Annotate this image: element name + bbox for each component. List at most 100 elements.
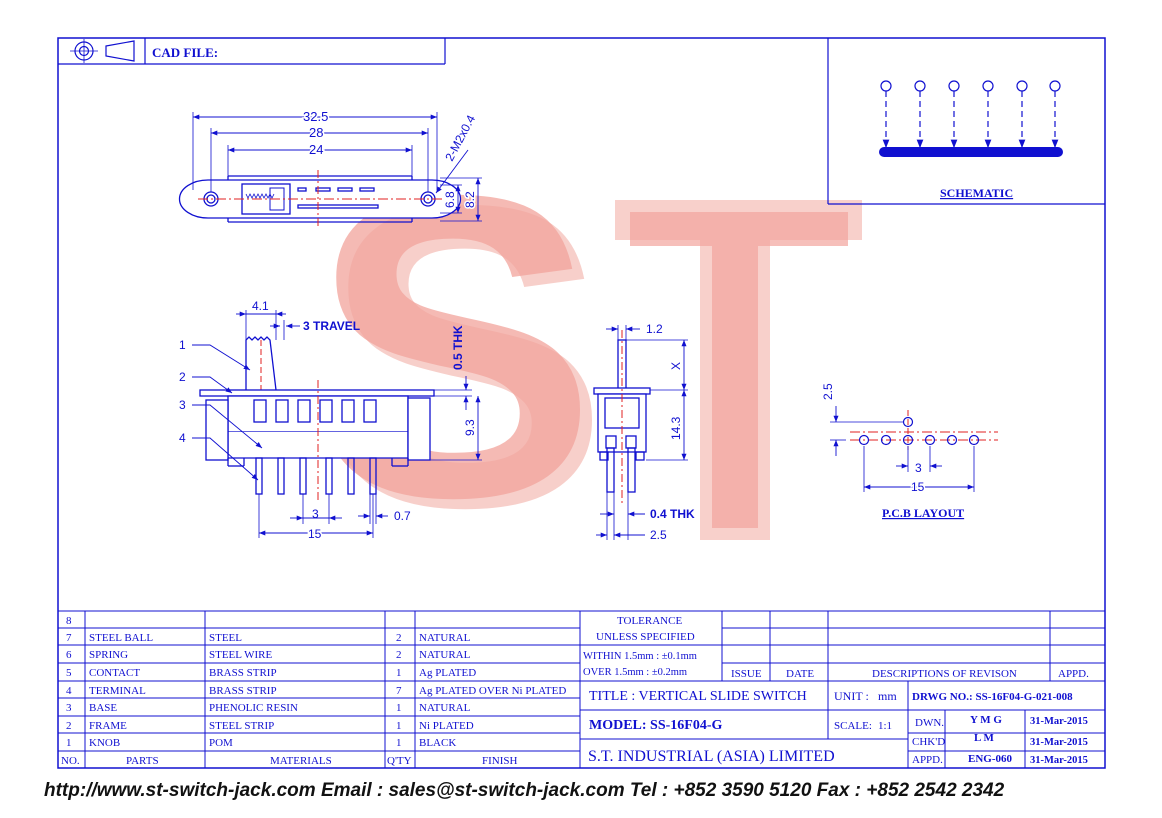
- bom-part: FRAME: [89, 720, 127, 732]
- dim-pcb-15: 15: [911, 480, 925, 494]
- unit-label: UNIT :: [834, 689, 869, 703]
- bom-qty: 1: [396, 667, 402, 679]
- bom-qty: 2: [396, 649, 402, 661]
- dim-x: X: [669, 362, 683, 370]
- chkd-label: CHK'D: [912, 736, 945, 748]
- dim-9-3: 9.3: [463, 419, 477, 436]
- dim-15: 15: [308, 527, 322, 541]
- bom-finish: Ag PLATED: [419, 667, 476, 679]
- bom-part: KNOB: [89, 737, 120, 749]
- dim-2-5: 2.5: [650, 528, 667, 542]
- dwn-date: 31-Mar-2015: [1030, 716, 1088, 727]
- end-view: [593, 325, 688, 540]
- callout-4: 4: [179, 431, 186, 445]
- schematic-panel: SCHEMATIC: [827, 38, 1105, 205]
- tolerance-within: WITHIN 1.5mm : ±0.1mm: [583, 651, 697, 662]
- title-block-text: TOLERANCE UNLESS SPECIFIED WITHIN 1.5mm …: [583, 615, 1089, 766]
- bom-material: PHENOLIC RESIN: [209, 702, 298, 714]
- bom-no: 4: [66, 685, 72, 697]
- dwn-label: DWN.: [915, 717, 944, 729]
- chkd-name: L M: [974, 732, 994, 744]
- model-number: MODEL: SS-16F04-G: [589, 718, 723, 733]
- header-finish: FINISH: [482, 755, 518, 767]
- schematic-label: SCHEMATIC: [940, 186, 1013, 200]
- tolerance-subtitle: UNLESS SPECIFIED: [596, 631, 695, 643]
- bom-part: CONTACT: [89, 667, 140, 679]
- dim-8-2: 8.2: [463, 191, 477, 208]
- callout-2: 2: [179, 370, 186, 384]
- bom-qty: 1: [396, 702, 402, 714]
- header-no: NO.: [61, 755, 80, 767]
- header-parts: PARTS: [126, 755, 159, 767]
- dim-24: 24: [309, 142, 323, 157]
- bom-material: BRASS STRIP: [209, 667, 277, 679]
- dim-6-8: 6.8: [443, 191, 457, 208]
- scale-label: SCALE:: [834, 720, 872, 732]
- bom-material: STEEL WIRE: [209, 649, 273, 661]
- dim-pcb-3: 3: [915, 461, 922, 475]
- company-name: S.T. INDUSTRIAL (ASIA) LIMITED: [588, 748, 835, 765]
- bom-material: POM: [209, 737, 233, 749]
- side-view: [192, 310, 482, 538]
- dim-32-5: 32.5: [303, 109, 328, 124]
- tolerance-title: TOLERANCE: [617, 615, 682, 627]
- bom-no: 3: [66, 702, 72, 714]
- bom-no: 5: [66, 667, 72, 679]
- dim-28: 28: [309, 125, 323, 140]
- bom-finish: Ni PLATED: [419, 720, 474, 732]
- drawing-title: TITLE : VERTICAL SLIDE SWITCH: [589, 689, 807, 704]
- rev-description: DESCRIPTIONS OF REVISON: [872, 668, 1017, 680]
- bom-finish: NATURAL: [419, 632, 471, 644]
- dim-travel: 3 TRAVEL: [303, 319, 360, 333]
- end-view-dims: 1.2 X 14.3 0.4 THK 2.5: [646, 322, 695, 542]
- bom-part: BASE: [89, 702, 117, 714]
- dim-4-1: 4.1: [252, 299, 269, 313]
- rev-date: DATE: [786, 668, 814, 680]
- bom-header-row: NO. PARTS MATERIALS Q'TY FINISH: [61, 755, 518, 767]
- dim-pcb-2-5: 2.5: [821, 383, 835, 400]
- header-qty: Q'TY: [387, 755, 412, 767]
- bom-part: TERMINAL: [89, 685, 146, 697]
- appd-date: 31-Mar-2015: [1030, 755, 1088, 766]
- bom-part: SPRING: [89, 649, 128, 661]
- bom-table: [58, 610, 1105, 768]
- dim-pitch-3: 3: [312, 507, 319, 521]
- bom-material: STEEL: [209, 632, 242, 644]
- callout-3: 3: [179, 398, 186, 412]
- unit-value: mm: [878, 689, 897, 703]
- top-view: [178, 112, 482, 228]
- bom-material: BRASS STRIP: [209, 685, 277, 697]
- bom-no: 7: [66, 632, 72, 644]
- bom-no: 6: [66, 649, 72, 661]
- header-materials: MATERIALS: [270, 755, 332, 767]
- pcb-layout-label: P.C.B LAYOUT: [882, 506, 964, 520]
- bom-finish: NATURAL: [419, 649, 471, 661]
- bom-qty: 1: [396, 720, 402, 732]
- title-block: [580, 611, 1105, 768]
- bom-qty: 7: [396, 685, 402, 697]
- bom-material: STEEL STRIP: [209, 720, 274, 732]
- chkd-date: 31-Mar-2015: [1030, 737, 1088, 748]
- callout-1: 1: [179, 338, 186, 352]
- header-cell: CAD FILE:: [58, 38, 446, 65]
- dim-0-5-thk: 0.5 THK: [451, 325, 465, 370]
- contact-footer: http://www.st-switch-jack.com Email : sa…: [44, 780, 1005, 801]
- bom-qty: 1: [396, 737, 402, 749]
- scale-value: 1:1: [878, 720, 892, 732]
- bom-qty: 2: [396, 632, 402, 644]
- dwn-name: Y M G: [970, 714, 1002, 726]
- bom-finish: BLACK: [419, 737, 456, 749]
- pcb-dims: 2.5 3 15 P.C.B LAYOUT: [821, 383, 964, 520]
- bom-no: 2: [66, 720, 72, 732]
- drawing-number: DRWG NO.: SS-16F04-G-021-008: [912, 691, 1073, 703]
- sheet-border: [57, 37, 1106, 769]
- dim-14-3: 14.3: [669, 416, 683, 440]
- tolerance-over: OVER 1.5mm : ±0.2mm: [583, 667, 687, 678]
- appd-name: ENG-060: [968, 753, 1013, 765]
- bom-no: 1: [66, 737, 72, 749]
- bom-finish: NATURAL: [419, 702, 471, 714]
- side-view-dims: 1 2 3 4 4.1 3 TRAVEL 0.5 THK 9.3 3 0.7 1…: [179, 299, 479, 543]
- bom-finish: Ag PLATED OVER Ni PLATED: [419, 685, 566, 697]
- bom-no: 8: [66, 615, 72, 627]
